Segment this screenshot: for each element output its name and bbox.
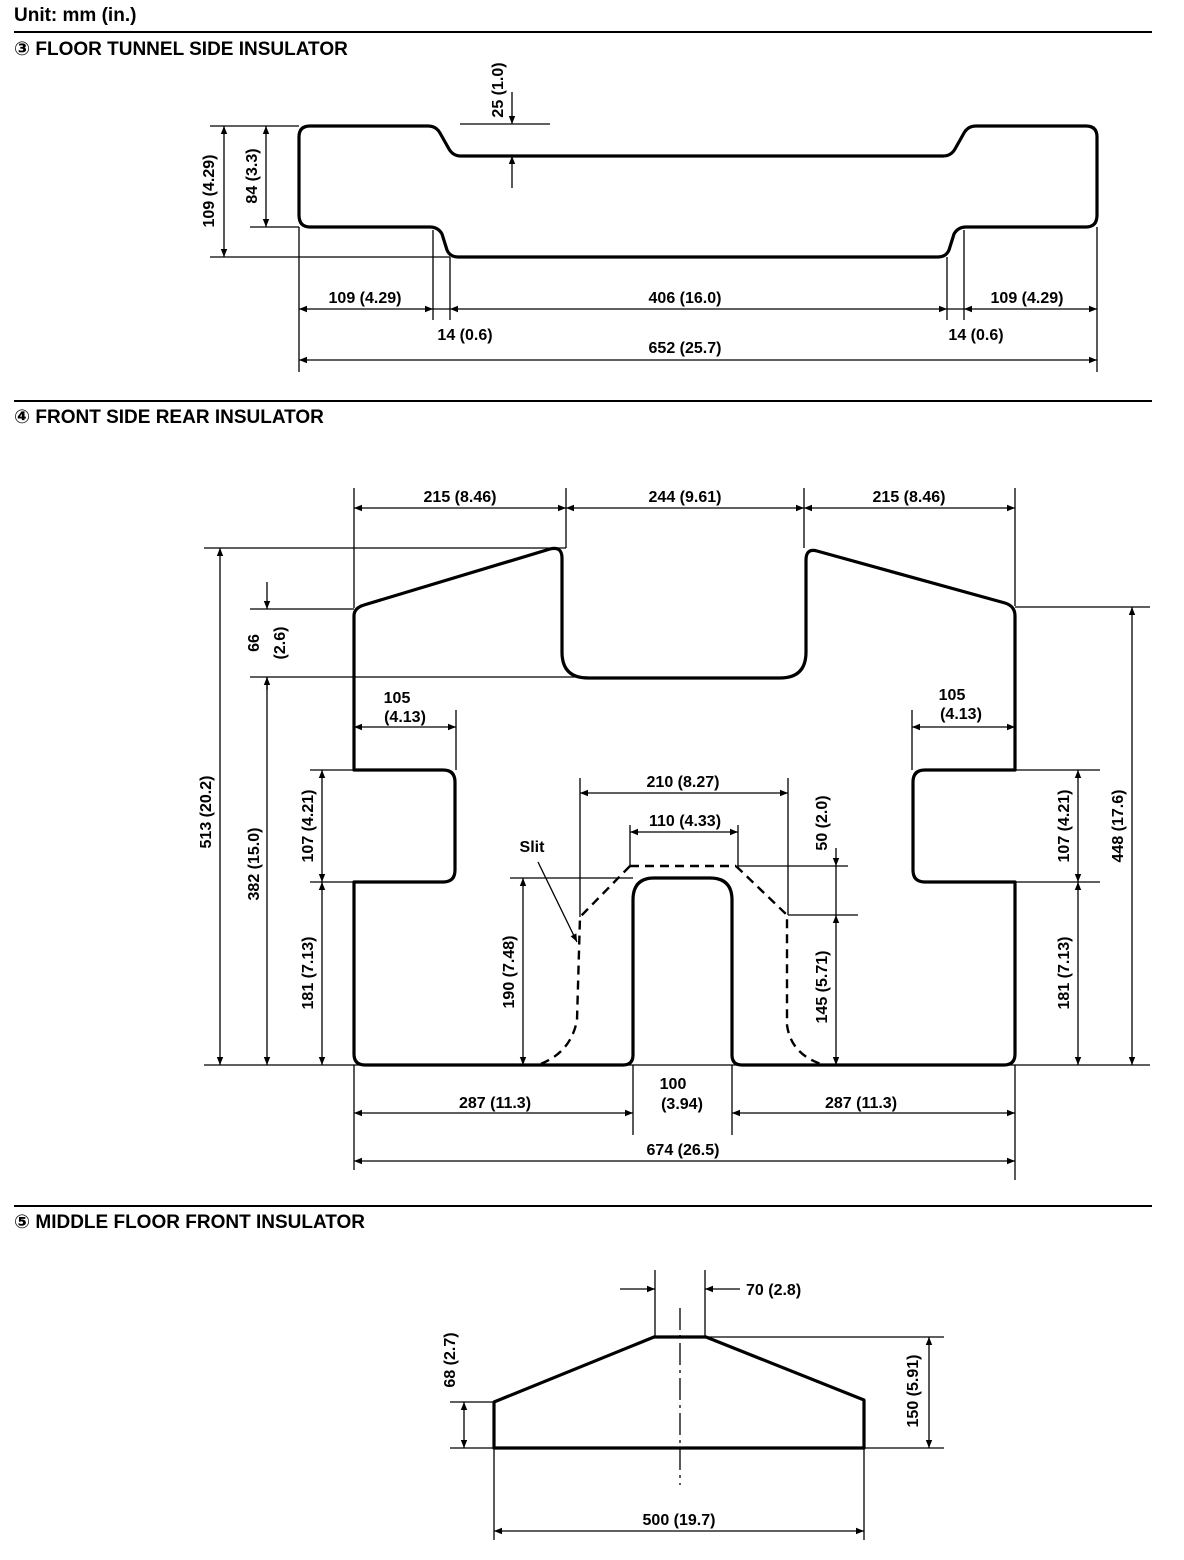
dim-top-left: 215 (8.46) — [424, 489, 497, 506]
dim-left-end: 109 (4.29) — [329, 290, 402, 307]
dim-height-66-inch: (2.6) — [272, 627, 289, 660]
dim-overall-width: 674 (26.5) — [647, 1142, 720, 1159]
dim-height-107-left: 107 (4.21) — [300, 790, 317, 863]
dim-height-181-left: 181 (7.13) — [300, 937, 317, 1010]
dim-taper-right: 14 (0.6) — [948, 327, 1003, 344]
insulator-3-outline — [297, 124, 1099, 259]
dim-width-105-left-inch: (4.13) — [384, 709, 426, 726]
dim-bottom-left: 287 (11.3) — [459, 1095, 531, 1112]
dim-top-middle: 244 (9.61) — [649, 489, 722, 506]
dim-middle-length: 406 (16.0) — [649, 290, 722, 307]
floor-tunnel-side-insulator: 25 (1.0) 109 (4.29) 84 (3.3) 109 (4.29) … — [201, 62, 1099, 372]
dim-notch-depth: 25 (1.0) — [490, 62, 507, 117]
section-divider — [14, 400, 1152, 402]
dim-width-105-right-inch: (4.13) — [940, 706, 982, 723]
section-divider — [14, 1205, 1152, 1207]
dim-height-inner: 84 (3.3) — [244, 148, 261, 203]
dim-right-end: 109 (4.29) — [991, 290, 1064, 307]
dim-center-width-100: 100 — [660, 1076, 687, 1093]
dim-height-total: 109 (4.29) — [201, 155, 218, 228]
dim-height-190: 190 (7.48) — [501, 936, 518, 1009]
slit-label: Slit — [520, 839, 546, 856]
dim-overall-length: 652 (25.7) — [649, 340, 722, 357]
dim-slit-top-width: 210 (8.27) — [647, 774, 720, 791]
dim-height-382: 382 (15.0) — [246, 828, 263, 901]
dim-top-width-70: 70 (2.8) — [746, 1282, 801, 1299]
unit-label: Unit: mm (in.) — [14, 5, 137, 26]
section-divider — [14, 31, 1152, 33]
dim-height-107-right: 107 (4.21) — [1056, 790, 1073, 863]
insulator-4-outline — [352, 546, 1017, 1067]
dim-total-height-150: 150 (5.91) — [905, 1355, 922, 1428]
front-side-rear-insulator: 215 (8.46) 244 (9.61) 215 (8.46) 513 (20… — [198, 488, 1150, 1180]
dim-height-448: 448 (17.6) — [1110, 790, 1127, 863]
dim-height-513: 513 (20.2) — [198, 776, 215, 849]
middle-floor-front-insulator: 70 (2.8) 68 (2.7) 150 (5.91) 500 (19.7) — [442, 1270, 944, 1540]
section-5-title: ⑤ MIDDLE FLOOR FRONT INSULATOR — [14, 1212, 366, 1233]
dim-height-181-right: 181 (7.13) — [1056, 937, 1073, 1010]
section-4-title: ④ FRONT SIDE REAR INSULATOR — [14, 407, 324, 428]
section-3-title: ③ FLOOR TUNNEL SIDE INSULATOR — [14, 39, 348, 60]
dim-overall-width-500: 500 (19.7) — [643, 1512, 716, 1529]
slit-right — [735, 865, 825, 1067]
dim-width-105-right: 105 — [939, 687, 966, 704]
dim-bottom-right: 287 (11.3) — [825, 1095, 897, 1112]
dim-height-66: 66 — [246, 634, 263, 652]
dim-height-145: 145 (5.71) — [814, 951, 831, 1024]
dim-center-width-100-inch: (3.94) — [661, 1096, 703, 1113]
dim-taper-left: 14 (0.6) — [437, 327, 492, 344]
slit-left — [537, 865, 631, 1067]
insulator-5-outline — [492, 1335, 866, 1450]
dim-width-105-left: 105 — [384, 690, 411, 707]
dim-top-right: 215 (8.46) — [873, 489, 946, 506]
dim-side-height-68: 68 (2.7) — [442, 1332, 459, 1387]
dim-slit-inner-width: 110 (4.33) — [649, 813, 721, 830]
dim-slit-offset-50: 50 (2.0) — [814, 795, 831, 850]
